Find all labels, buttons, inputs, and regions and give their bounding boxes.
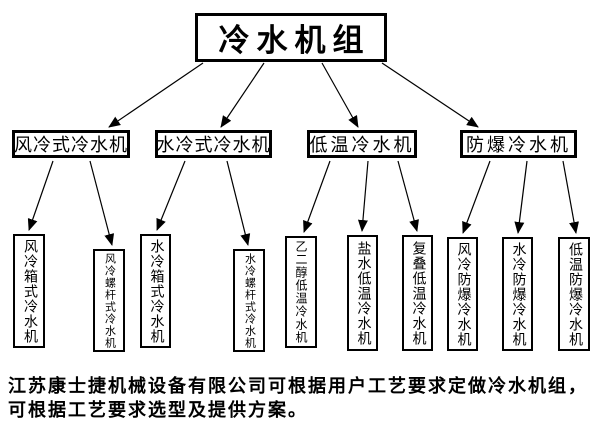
company-note-line1: 江苏康士捷机械设备有限公司可根据用户工艺要求定做冷水机组， bbox=[8, 376, 588, 396]
company-note-line2: 可根据工艺要求选型及提供方案。 bbox=[8, 400, 308, 420]
node-air-cooled-chiller: 风冷式冷水机 bbox=[12, 130, 130, 158]
node-glycol-low-temp-chiller: 乙二醇低温冷水机 bbox=[285, 236, 317, 348]
node-air-cooled-box-chiller: 风冷箱式冷水机 bbox=[13, 234, 45, 348]
node-water-cooled-chiller: 水冷式冷水机 bbox=[155, 130, 272, 158]
company-note: 江苏康士捷机械设备有限公司可根据用户工艺要求定做冷水机组， 可根据工艺要求选型及… bbox=[8, 374, 596, 422]
node-brine-low-temp-chiller: 盐水低温冷水机 bbox=[347, 235, 378, 351]
node-low-temp-chiller: 低温冷水机 bbox=[307, 130, 417, 158]
node-low-temp-explosion-proof-chiller: 低温防爆冷水机 bbox=[558, 237, 590, 351]
node-cascade-low-temp-chiller: 复叠低温冷水机 bbox=[402, 235, 433, 351]
node-chiller-unit: 冷水机组 bbox=[195, 13, 387, 62]
node-water-cooled-screw-chiller: 水冷螺杆式冷水机 bbox=[233, 249, 265, 352]
node-explosion-proof-chiller: 防爆冷水机 bbox=[460, 130, 577, 158]
node-water-cooled-explosion-proof-chiller: 水冷防爆冷水机 bbox=[502, 237, 533, 351]
node-air-cooled-screw-chiller: 风冷螺杆式冷水机 bbox=[93, 249, 125, 352]
node-air-cooled-explosion-proof-chiller: 风冷防爆冷水机 bbox=[447, 237, 478, 351]
node-water-cooled-box-chiller: 水冷箱式冷水机 bbox=[140, 234, 171, 348]
